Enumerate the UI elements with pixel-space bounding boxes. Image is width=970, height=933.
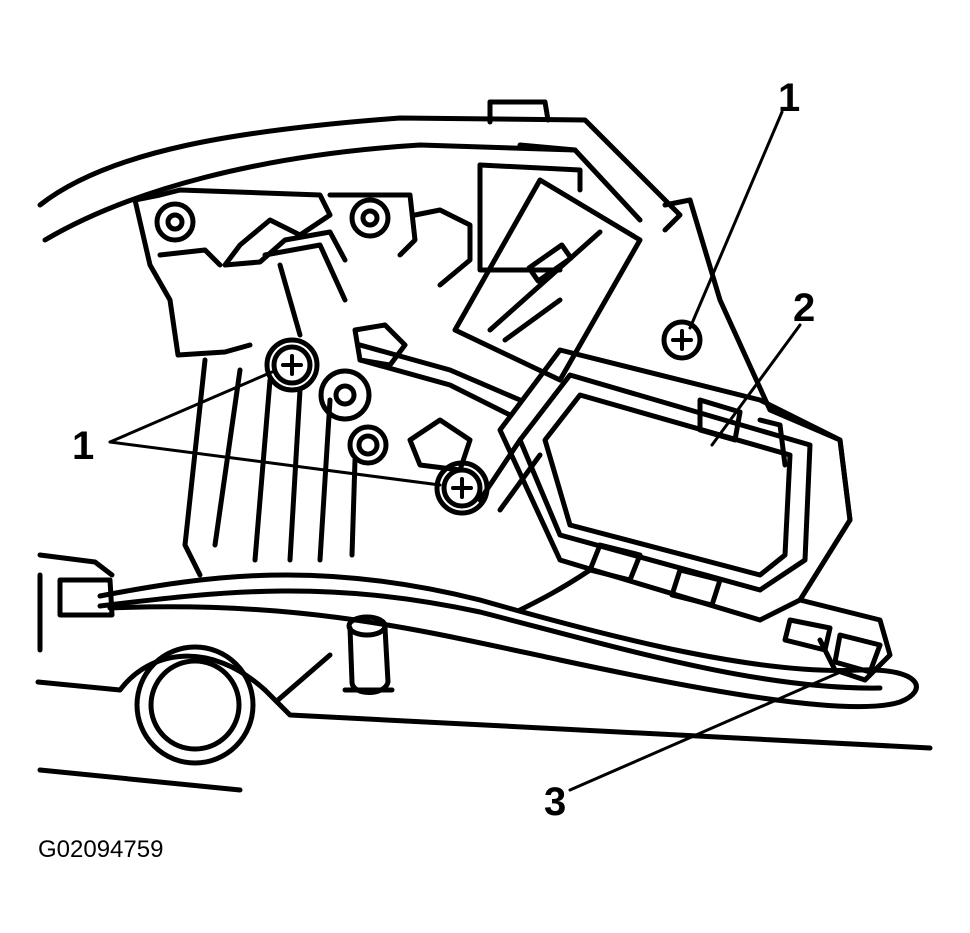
mounting-post [342, 614, 395, 695]
callout-2: 2 [793, 286, 816, 330]
actuator-bracket [452, 142, 643, 383]
door-panel-outline [37, 99, 853, 523]
actuator-connector [782, 597, 893, 683]
figure-id: G02094759 [38, 836, 164, 863]
callout-1-left: 1 [72, 424, 95, 468]
lower-panel [35, 552, 933, 793]
callout-3: 3 [544, 780, 567, 824]
leader-lines [108, 110, 847, 792]
screw-center [434, 460, 490, 516]
door-lock-actuator [477, 347, 853, 623]
screw-left [264, 337, 320, 393]
wire-harness [57, 567, 919, 710]
panel-hole [134, 644, 256, 766]
latch-mechanism [132, 187, 523, 578]
callout-1-top: 1 [778, 76, 801, 120]
screw-top-right [661, 319, 703, 361]
